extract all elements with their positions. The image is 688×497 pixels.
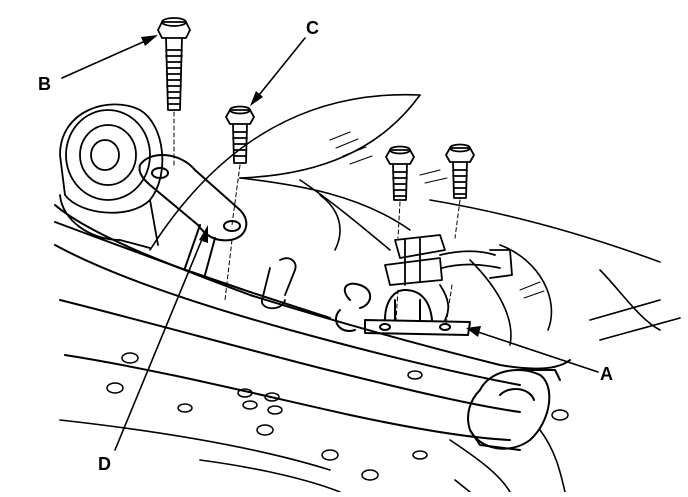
bolt-a2: [445, 143, 475, 326]
bracket-d: [138, 153, 248, 276]
engine-outline: [149, 93, 681, 346]
pipe: [261, 257, 297, 310]
rear-mount: [467, 369, 561, 451]
engine-hatching: [329, 131, 545, 299]
beam-holes: [106, 352, 569, 481]
arrowheads: [141, 35, 481, 337]
subframe-beam: [54, 204, 571, 441]
callout-b: B: [38, 74, 51, 94]
bolt-b: [157, 17, 191, 166]
callout-a: A: [600, 364, 613, 384]
bolt-a1: [385, 145, 415, 321]
wiring-harness: [384, 234, 513, 321]
mount-bracket-a: [335, 282, 471, 336]
callout-c: C: [306, 18, 319, 38]
floor-panel: [59, 419, 566, 493]
engine-mount: [59, 103, 164, 249]
callout-d: D: [98, 454, 111, 474]
leader-lines: [61, 37, 599, 451]
bolt-c: [224, 105, 255, 301]
